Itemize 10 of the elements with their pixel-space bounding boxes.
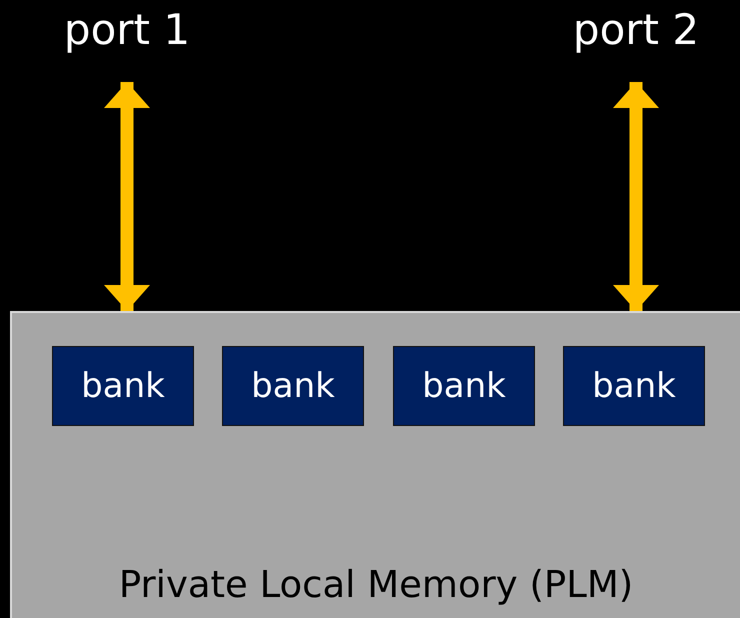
bank-box: bank: [563, 346, 705, 426]
memory-label: Private Local Memory (PLM): [118, 563, 634, 606]
double-arrow: [104, 82, 150, 311]
memory-block: [10, 311, 740, 618]
double-arrow: [613, 82, 659, 311]
port-label: port 1: [64, 4, 190, 82]
bank-box: bank: [393, 346, 535, 426]
port-label: port 2: [572, 4, 700, 82]
bank-box: bank: [52, 346, 194, 426]
bank-box: bank: [222, 346, 364, 426]
